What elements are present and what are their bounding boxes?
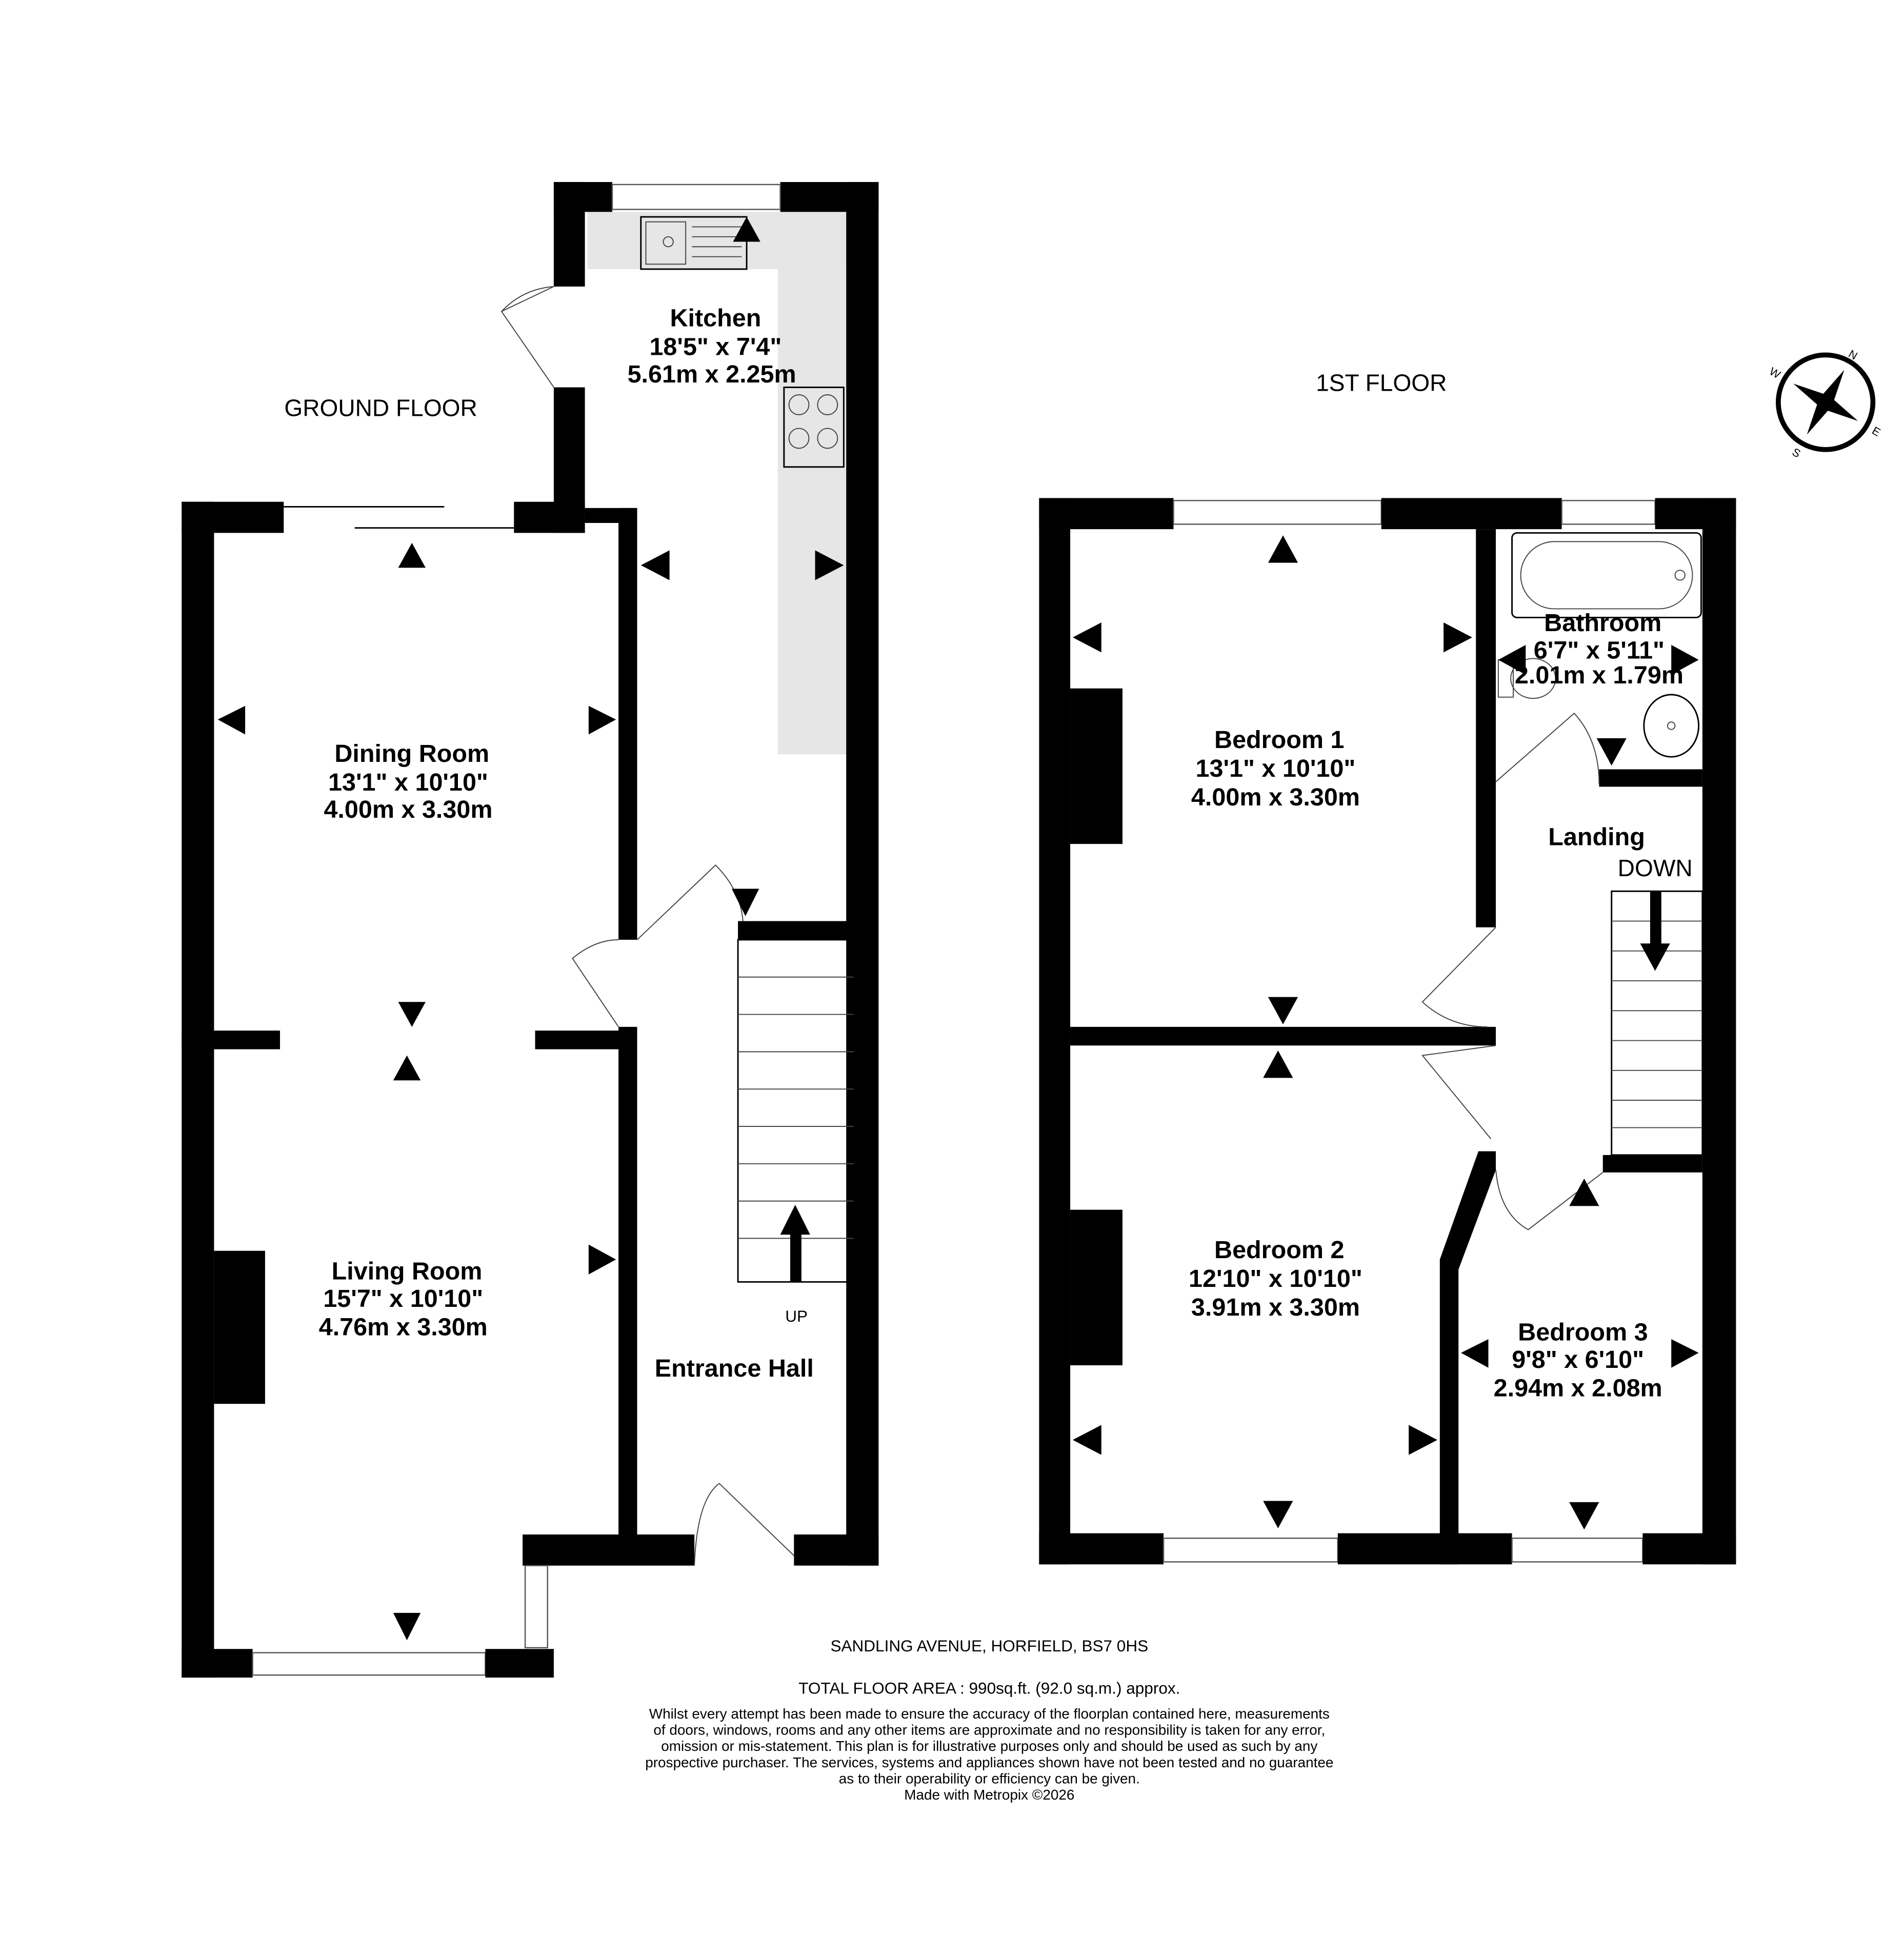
front-door — [694, 1483, 794, 1566]
living-metric: 4.76m x 3.30m — [319, 1314, 488, 1341]
door — [636, 864, 744, 940]
wall — [1602, 1155, 1702, 1173]
chimney-breast — [1070, 1209, 1123, 1365]
wall — [553, 182, 612, 212]
wall — [1439, 1151, 1496, 1565]
sink-icon — [640, 216, 748, 270]
first-floor-plan: 1ST FLOOR Bedroom 1 13'1" x 10'10" 4.00m… — [1039, 370, 1736, 1565]
stairs-up-label: UP — [785, 1307, 808, 1325]
dining-metric: 4.00m x 3.30m — [324, 796, 492, 823]
wall — [182, 501, 284, 533]
wall — [1476, 529, 1496, 927]
living-name: Living Room — [332, 1257, 483, 1285]
door — [572, 939, 619, 1027]
bath-icon — [1511, 532, 1702, 618]
hob-icon — [783, 387, 845, 468]
back-door — [500, 286, 554, 388]
dimension-arrows — [1072, 535, 1699, 1530]
bedroom3-imperial: 9'8" x 6'10" — [1512, 1346, 1644, 1374]
bedroom1-name: Bedroom 1 — [1214, 726, 1344, 754]
credit: Made with Metropix ©2026 — [904, 1787, 1074, 1803]
wall — [1381, 498, 1562, 530]
window — [611, 184, 781, 210]
door — [1495, 1169, 1604, 1230]
total-floor-area: TOTAL FLOOR AREA : 990sq.ft. (92.0 sq.m.… — [798, 1679, 1180, 1698]
first-floor-label: 1ST FLOOR — [1316, 370, 1447, 396]
bedroom1-metric: 4.00m x 3.30m — [1191, 783, 1360, 811]
window — [252, 1652, 486, 1676]
disclaimer-line: Whilst every attempt has been made to en… — [649, 1706, 1330, 1722]
staircase-up — [737, 939, 855, 1283]
bedroom2-metric: 3.91m x 3.30m — [1191, 1294, 1360, 1321]
compass-icon: N E S W — [1767, 347, 1882, 460]
disclaimer-line: of doors, windows, rooms and any other i… — [653, 1722, 1325, 1738]
compass-w: W — [1767, 365, 1783, 381]
bedroom3-name: Bedroom 3 — [1518, 1318, 1648, 1346]
dining-name: Dining Room — [334, 740, 489, 768]
window — [1173, 500, 1382, 525]
bathroom-metric: 2.01m x 1.79m — [1515, 661, 1683, 689]
bedroom2-imperial: 12'10" x 10'10" — [1189, 1265, 1362, 1293]
wall — [1039, 498, 1174, 530]
wall — [1337, 1533, 1512, 1565]
wall — [523, 1534, 554, 1566]
bedroom3-metric: 2.94m x 2.08m — [1494, 1375, 1662, 1402]
wall — [618, 1026, 637, 1537]
chimney-breast — [1070, 688, 1123, 844]
dining-imperial: 13'1" x 10'10" — [328, 769, 488, 796]
kitchen-metric: 5.61m x 2.25m — [628, 360, 796, 388]
window — [1511, 1538, 1644, 1563]
door — [1421, 927, 1496, 1027]
wall — [1599, 769, 1702, 787]
ground-floor-plan: GROUND FLOOR Kitchen 18'5" x 7'4" 5.61m … — [182, 182, 879, 1678]
wall — [182, 501, 214, 1678]
wall — [1642, 1533, 1736, 1565]
bedroom1-imperial: 13'1" x 10'10" — [1196, 755, 1356, 782]
wall — [618, 508, 637, 940]
wall — [1039, 498, 1071, 1565]
staircase-down — [1611, 890, 1703, 1156]
basin-icon — [1643, 694, 1700, 758]
bedroom2-name: Bedroom 2 — [1214, 1236, 1344, 1264]
door — [1421, 1045, 1496, 1139]
wall — [553, 387, 585, 533]
wall — [182, 1649, 253, 1678]
disclaimer-line: prospective purchaser. The services, sys… — [645, 1754, 1333, 1770]
chimney-breast — [214, 1250, 265, 1404]
window — [524, 1565, 549, 1649]
landing-name: Landing — [1548, 823, 1645, 851]
ground-floor-label: GROUND FLOOR — [284, 394, 477, 421]
address: SANDLING AVENUE, HORFIELD, BS7 0HS — [830, 1637, 1148, 1655]
wall — [738, 921, 854, 940]
footer: SANDLING AVENUE, HORFIELD, BS7 0HS TOTAL… — [645, 1637, 1333, 1803]
disclaimer-line: as to their operability or efficiency ca… — [839, 1770, 1140, 1786]
stairs-down-label: DOWN — [1618, 855, 1693, 881]
bathroom-name: Bathroom — [1544, 609, 1661, 637]
wall — [535, 1031, 637, 1049]
compass-e: E — [1870, 424, 1882, 439]
window — [1163, 1538, 1339, 1563]
wall — [1070, 1026, 1496, 1046]
kitchen-imperial: 18'5" x 7'4" — [649, 333, 781, 360]
kitchen-name: Kitchen — [670, 305, 761, 332]
compass-s: S — [1790, 446, 1803, 460]
door — [1495, 712, 1600, 784]
bathroom-imperial: 6'7" x 5'11" — [1534, 637, 1665, 664]
living-imperial: 15'7" x 10'10" — [323, 1285, 483, 1313]
wall — [1702, 498, 1736, 1565]
wall — [846, 182, 879, 1566]
kitchen-worktop — [777, 212, 847, 755]
wall — [1655, 498, 1736, 530]
wall — [485, 1649, 554, 1678]
wall — [794, 1534, 879, 1566]
wall — [182, 1031, 280, 1049]
entrance-hall-name: Entrance Hall — [655, 1355, 814, 1382]
wall — [1039, 1533, 1164, 1565]
window — [1561, 500, 1656, 525]
disclaimer-line: omission or mis-statement. This plan is … — [661, 1738, 1317, 1754]
